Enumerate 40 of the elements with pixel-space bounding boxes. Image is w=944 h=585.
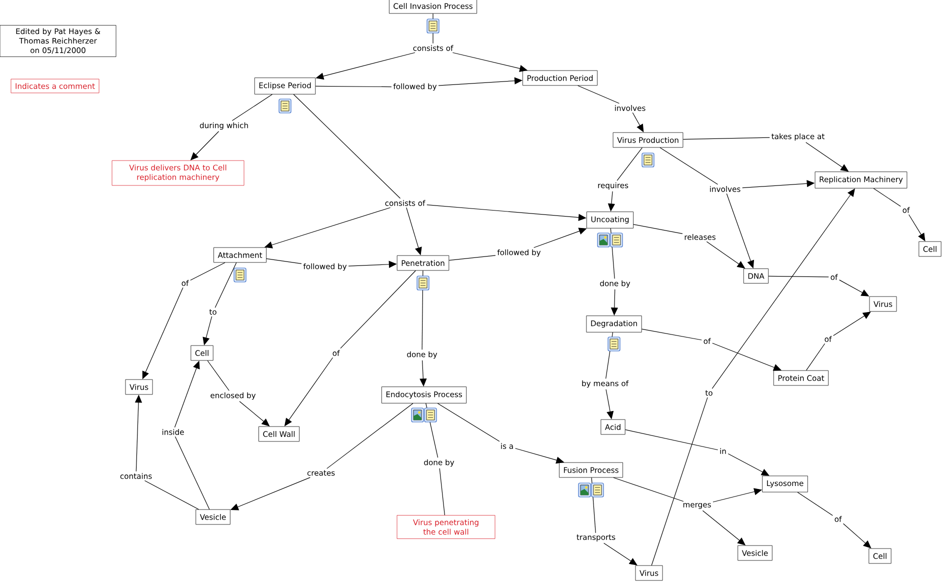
arrow: [908, 214, 926, 242]
connector-line: [439, 468, 445, 516]
connector-line: [315, 86, 392, 88]
connector-line: [806, 343, 826, 371]
connector-line: [578, 85, 620, 104]
connector-line: [768, 276, 829, 278]
connector-line: [190, 262, 226, 281]
connector-line: [266, 258, 302, 264]
connector-line: [633, 224, 683, 234]
connector-line: [174, 436, 210, 510]
connector-line: [682, 137, 770, 140]
connector-line: [625, 429, 718, 450]
connector-line: [326, 403, 414, 469]
connector-line: [610, 228, 615, 279]
connector-line: [660, 147, 718, 185]
connector-line: [642, 328, 702, 340]
arrow: [426, 204, 586, 221]
arrow: [604, 542, 638, 566]
connector-line: [214, 262, 237, 308]
arrow: [728, 453, 770, 476]
connector-line: [426, 403, 438, 458]
connector-line: [448, 255, 496, 261]
connector-line: [613, 477, 684, 502]
connector-line: [422, 270, 424, 350]
connector-line: [340, 270, 416, 349]
connector-line: [293, 94, 401, 199]
arrow: [534, 228, 587, 248]
connector-line: [873, 188, 901, 207]
connector-line: [432, 13, 434, 44]
connector-line: [591, 477, 596, 534]
arrow: [842, 523, 872, 548]
connector-line: [606, 332, 614, 379]
connector-line: [437, 403, 500, 442]
connector-line: [144, 480, 199, 510]
connector-line: [232, 94, 273, 121]
arrow: [833, 312, 871, 336]
connector-line: [797, 492, 833, 516]
connector-line: [207, 360, 230, 391]
connector-line: [651, 397, 708, 566]
connector-line: [616, 147, 642, 181]
